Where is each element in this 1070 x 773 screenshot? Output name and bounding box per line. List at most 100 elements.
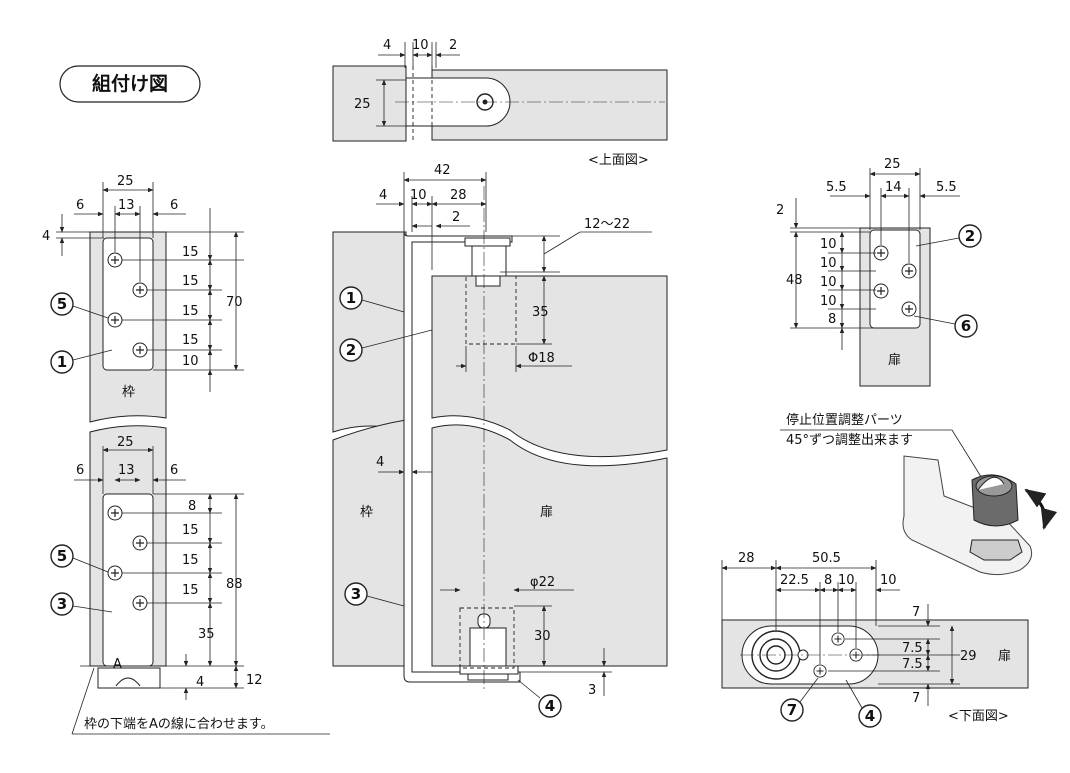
dim-sec-4: 4 bbox=[379, 188, 387, 203]
bottom-view-label: <下面図> bbox=[948, 709, 1009, 724]
ll-dim-8: 8 bbox=[188, 499, 196, 514]
bv-dim-7b: 7 bbox=[912, 691, 920, 706]
dim-top-2: 2 bbox=[449, 38, 457, 53]
dim-top-25: 25 bbox=[354, 97, 371, 112]
ul-dim-6a: 6 bbox=[76, 198, 84, 213]
ul-dim-6b: 6 bbox=[170, 198, 178, 213]
upper-left-view: 25 6 13 6 4 15 15 15 15 10 70 枠 5 bbox=[42, 174, 244, 423]
bv-dim-22.5: 22.5 bbox=[780, 573, 809, 588]
ul-dim-15b: 15 bbox=[182, 274, 199, 289]
dim-sec-phi18: Φ18 bbox=[528, 351, 555, 366]
rt-dim-10a: 10 bbox=[820, 237, 837, 252]
rt-dim-48: 48 bbox=[786, 273, 803, 288]
bottom-note: 枠の下端をAの線に合わせます。 bbox=[84, 716, 274, 732]
ll-dim-35: 35 bbox=[198, 627, 215, 642]
ll-dim-15a: 15 bbox=[182, 523, 199, 538]
dim-top-10: 10 bbox=[412, 38, 429, 53]
rt-dim-10c: 10 bbox=[820, 275, 837, 290]
rt-dim-2: 2 bbox=[776, 203, 784, 218]
rt-dim-8: 8 bbox=[828, 312, 836, 327]
top-view: 4 10 2 25 <上面図> bbox=[332, 38, 668, 168]
ll-dim-6b: 6 bbox=[170, 463, 178, 478]
callout-3-lower: 3 bbox=[50, 592, 113, 616]
bv-dim-28: 28 bbox=[738, 551, 755, 566]
bv-dim-10a: 10 bbox=[838, 573, 855, 588]
ll-dim-15b: 15 bbox=[182, 553, 199, 568]
callout-2-right: 2 bbox=[915, 224, 982, 248]
callout-1-upper: 1 bbox=[50, 349, 113, 374]
dim-sec-35: 35 bbox=[532, 305, 549, 320]
lower-left-view: 25 6 13 6 8 15 15 15 88 35 4 12 A bbox=[50, 425, 330, 735]
stopper-illustration: 停止位置調整パーツ 45°ずつ調整出来ます bbox=[780, 412, 1058, 576]
rt-dim-25: 25 bbox=[884, 157, 901, 172]
dim-sec-28: 28 bbox=[450, 188, 467, 203]
ll-dim-88: 88 bbox=[226, 577, 243, 592]
svg-text:7: 7 bbox=[787, 701, 797, 719]
callout-6-right: 6 bbox=[913, 314, 978, 338]
dim-sec-10: 10 bbox=[410, 188, 427, 203]
dim-sec-42: 42 bbox=[434, 163, 451, 178]
dim-sec-12-22: 12〜22 bbox=[584, 217, 630, 232]
ul-dim-70: 70 bbox=[226, 295, 243, 310]
ul-dim-10: 10 bbox=[182, 354, 199, 369]
stopper-note-1: 停止位置調整パーツ bbox=[786, 412, 903, 428]
bv-dim-10b: 10 bbox=[880, 573, 897, 588]
callout-5-upper: 5 bbox=[50, 292, 109, 319]
svg-text:5: 5 bbox=[57, 547, 67, 565]
bv-dim-50.5: 50.5 bbox=[812, 551, 841, 566]
svg-text:2: 2 bbox=[346, 341, 356, 359]
dim-sec-phi22: φ22 bbox=[530, 575, 555, 590]
bv-dim-7.5a: 7.5 bbox=[902, 641, 923, 656]
svg-text:5: 5 bbox=[57, 295, 67, 313]
ul-frame-label: 枠 bbox=[122, 385, 135, 400]
mark-a: A bbox=[113, 657, 122, 672]
title-box: 組付け図 bbox=[59, 65, 201, 103]
dim-sec-30: 30 bbox=[534, 629, 551, 644]
rt-dim-5.5b: 5.5 bbox=[936, 180, 957, 195]
svg-text:2: 2 bbox=[965, 227, 975, 245]
ll-dim-13: 13 bbox=[118, 463, 135, 478]
svg-text:1: 1 bbox=[57, 353, 67, 371]
ll-dim-6a: 6 bbox=[76, 463, 84, 478]
rt-dim-10b: 10 bbox=[820, 256, 837, 271]
stopper-note-2: 45°ずつ調整出来ます bbox=[786, 433, 913, 448]
svg-text:3: 3 bbox=[57, 595, 67, 613]
svg-text:1: 1 bbox=[346, 289, 356, 307]
callout-1-section: 1 bbox=[339, 286, 405, 313]
rt-dim-5.5a: 5.5 bbox=[826, 180, 847, 195]
section-door-label: 扉 bbox=[540, 504, 553, 520]
ul-dim-15d: 15 bbox=[182, 333, 199, 348]
bv-dim-8: 8 bbox=[824, 573, 832, 588]
ll-dim-15c: 15 bbox=[182, 583, 199, 598]
dim-sec-3: 3 bbox=[588, 683, 596, 698]
section-view: 42 4 10 28 2 12〜22 35 Φ18 4 φ22 30 bbox=[332, 163, 668, 718]
svg-text:3: 3 bbox=[351, 585, 361, 603]
dim-top-4: 4 bbox=[383, 38, 391, 53]
bv-door-label: 扉 bbox=[998, 648, 1011, 664]
ul-dim-15c: 15 bbox=[182, 304, 199, 319]
right-top-view: 25 5.5 14 5.5 2 10 10 10 10 8 48 扉 2 bbox=[776, 157, 982, 387]
ll-dim-12: 12 bbox=[246, 673, 263, 688]
bottom-view: 28 50.5 22.5 8 10 10 7 7.5 7.5 29 7 扉 <下… bbox=[721, 551, 1029, 728]
section-frame-label: 枠 bbox=[360, 505, 373, 520]
dim-sec-2: 2 bbox=[452, 210, 460, 225]
title: 組付け図 bbox=[92, 72, 168, 95]
rt-dim-10d: 10 bbox=[820, 294, 837, 309]
svg-text:6: 6 bbox=[961, 317, 971, 335]
svg-text:4: 4 bbox=[865, 707, 875, 725]
ul-dim-25: 25 bbox=[117, 174, 134, 189]
callout-4-section: 4 bbox=[517, 679, 562, 718]
dim-sec-4b: 4 bbox=[376, 455, 384, 470]
svg-text:4: 4 bbox=[545, 697, 555, 715]
bv-dim-7a: 7 bbox=[912, 605, 920, 620]
bv-dim-29: 29 bbox=[960, 649, 977, 664]
ll-dim-4: 4 bbox=[196, 675, 204, 690]
rt-dim-14: 14 bbox=[885, 180, 902, 195]
callout-4-bottom: 4 bbox=[845, 679, 882, 728]
ul-dim-15a: 15 bbox=[182, 245, 199, 260]
ul-dim-4: 4 bbox=[42, 229, 50, 244]
callout-3-section: 3 bbox=[344, 582, 405, 607]
bv-dim-7.5b: 7.5 bbox=[902, 657, 923, 672]
rt-door-label: 扉 bbox=[888, 352, 901, 368]
